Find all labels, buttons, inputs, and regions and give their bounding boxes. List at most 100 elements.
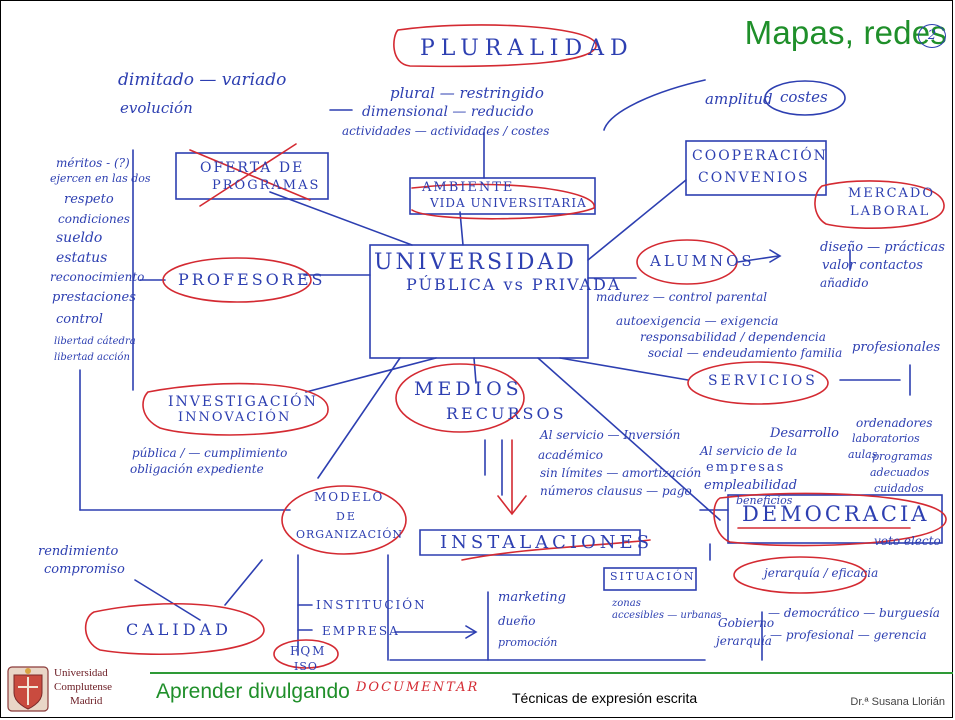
profesores-note-8: prestaciones: [52, 290, 136, 305]
connector-servicios: [559, 357, 689, 381]
alumnos-note-1: madurez — control parental: [596, 290, 768, 304]
gobierno-2: jerarquía: [716, 634, 772, 648]
medios-line2: RECURSOS: [446, 404, 567, 423]
cooperacion-line2: CONVENIOS: [698, 170, 810, 186]
situacion-label: SITUACIÓN: [610, 570, 696, 583]
mercado-note-1: diseño — prácticas: [820, 240, 945, 255]
center-line1: UNIVERSIDAD: [374, 250, 577, 275]
connector-oferta: [269, 191, 413, 246]
profesores-note-6: estatus: [56, 250, 108, 266]
investigacion-line2: INNOVACIÓN: [178, 410, 292, 425]
fqm-label: FQM: [290, 644, 327, 658]
desarrollo-note-2: laboratorios: [852, 432, 920, 445]
university-name: Universidad Complutense Madrid: [54, 666, 112, 708]
connector-modelo: [317, 357, 401, 479]
ambiente-box: [409, 177, 596, 215]
documentar-label: DOCUMENTAR: [356, 680, 480, 695]
footer-center-text: Técnicas de expresión escrita: [512, 690, 698, 706]
alumnos-note-2: autoexigencia — exigencia: [616, 314, 779, 328]
medios-note-2: académico: [538, 448, 603, 462]
profesores-note-3: respeto: [64, 192, 114, 207]
medios-note-3: sin límites — amortización: [540, 466, 702, 480]
amplitud-note: amplitud: [705, 90, 773, 108]
cooperacion-line1: COOPERACIÓN: [692, 148, 828, 164]
connector-democracia: [537, 357, 721, 521]
alumnos-label: ALUMNOS: [650, 252, 755, 270]
instalaciones-label: INSTALACIONES: [440, 532, 654, 553]
marketing-3: promoción: [498, 636, 558, 649]
modelo-line2: DE: [336, 510, 357, 523]
investigacion-line1: INVESTIGACIÓN: [168, 394, 318, 410]
connector-ambiente: [459, 211, 464, 246]
situacion-note-2: accesibles — urbanas: [612, 610, 722, 621]
calidad-label: CALIDAD: [126, 620, 232, 639]
medios-note-1: Al servicio — Inversión: [540, 428, 681, 442]
mercado-note-3: añadido: [820, 276, 869, 290]
democracia-note-2: jerarquía / eficacia: [764, 566, 879, 580]
investigacion-note-2: obligación expediente: [130, 462, 264, 476]
page-mark: 2: [918, 24, 946, 48]
footer-left-text: Aprender divulgando: [156, 680, 350, 703]
footer-rule: [150, 672, 953, 674]
marketing-1: marketing: [498, 590, 566, 605]
alumnos-note-3: responsabilidad / dependencia: [640, 330, 826, 344]
servicio-empresa-1: Al servicio de la: [700, 444, 798, 458]
servicio-empresa-4: beneficios: [736, 494, 793, 507]
profesores-note-11: libertad acción: [54, 352, 130, 363]
gobierno-note-1: — democrático — burguesía: [768, 606, 940, 620]
gobierno-note-2: — profesional — gerencia: [770, 628, 927, 642]
modelo-line1: MODELO: [314, 490, 385, 504]
servicios-label: SERVICIOS: [708, 373, 818, 389]
modelo-line3: ORGANIZACIÓN: [296, 528, 403, 541]
desarrollo-label: Desarrollo: [770, 426, 839, 441]
diversity-note-1: dimitado — variado: [118, 70, 287, 90]
university-line3: Madrid: [70, 695, 103, 707]
profesores-note-4: condiciones: [58, 212, 130, 226]
footer-right-text: Dr.ª Susana Llorián: [850, 696, 945, 708]
iso-label: ISO: [294, 660, 318, 673]
ambiente-line2: VIDA UNIVERSITARIA: [430, 196, 587, 210]
desarrollo-right-2: adecuados: [870, 466, 930, 479]
servicio-empresa-3: empleabilidad: [704, 478, 798, 493]
profesores-note-7: reconocimiento: [50, 270, 145, 284]
university-crest-icon: [7, 666, 49, 712]
oferta-line1: OFERTA DE: [200, 160, 305, 176]
gobierno-1: Gobierno: [718, 616, 775, 630]
profesionales-note: profesionales: [852, 340, 941, 355]
diversity-note-2: evolución: [120, 99, 193, 117]
desarrollo-right-3: cuidados: [874, 482, 924, 495]
connector-investigacion: [305, 357, 437, 393]
democracia-label: DEMOCRACIA: [742, 502, 930, 526]
medios-note-4: números clausus — pago: [540, 484, 692, 498]
profesores-note-10: libertad cátedra: [54, 336, 136, 347]
center-box: [369, 244, 589, 359]
oferta-line2: PROGRAMAS: [212, 178, 321, 193]
rendimiento-1: rendimiento: [38, 544, 119, 559]
investigacion-note-1: pública / — cumplimiento: [132, 446, 288, 460]
profesores-note-9: control: [56, 312, 103, 327]
profesores-label: PROFESORES: [178, 270, 326, 289]
servicio-empresa-2: empresas: [706, 460, 786, 475]
desarrollo-right-1: programas: [872, 450, 933, 463]
pluralidad-note-1: plural — restringido: [390, 84, 544, 102]
university-line2: Complutense: [54, 681, 113, 693]
profesores-note-2: ejercen en las dos: [50, 172, 151, 185]
profesores-note-1: méritos - (?): [56, 156, 130, 170]
pluralidad-note-2: dimensional — reducido: [362, 104, 534, 120]
mercado-note-2: valor contactos: [822, 258, 923, 273]
university-line1: Universidad: [54, 667, 108, 679]
connector-cooperacion: [587, 179, 687, 261]
marketing-2: dueño: [498, 614, 536, 628]
rendimiento-2: compromiso: [44, 562, 125, 577]
costes-note: costes: [780, 88, 828, 106]
democracia-note-1: voto electo: [874, 534, 941, 548]
mercado-line2: LABORAL: [850, 204, 931, 219]
profesores-note-5: sueldo: [56, 230, 103, 246]
desarrollo-note-3: aulas: [848, 448, 878, 461]
medios-line1: MEDIOS: [414, 378, 523, 400]
slide-title: Mapas, redes: [744, 14, 947, 51]
mercado-line1: MERCADO: [848, 186, 936, 201]
institucion-1: INSTITUCIÓN: [316, 598, 427, 612]
connector-medios: [473, 357, 477, 384]
